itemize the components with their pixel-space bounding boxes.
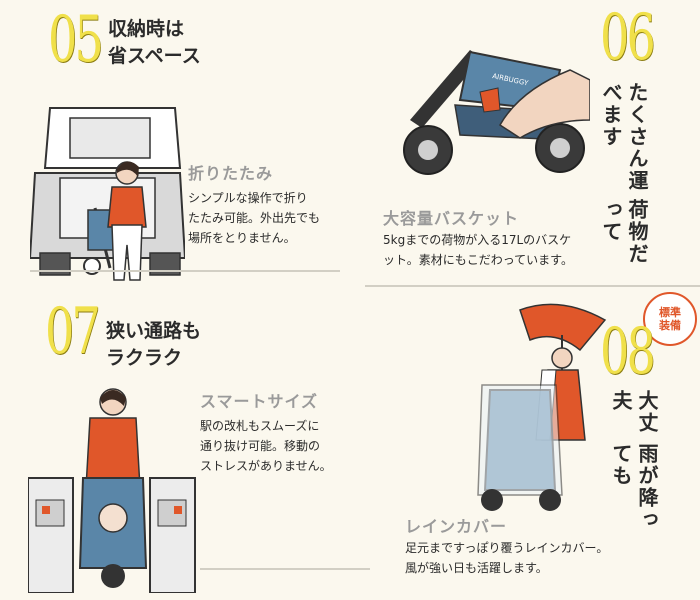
feature-heading-06: 荷物だって たくさん運べます [599,82,649,265]
panel-divider [365,285,700,287]
feature-subheading-07: スマートサイズ [200,392,319,411]
woman-folding-stroller [107,161,147,281]
feature-number-06: 06 [600,1,656,75]
feature-description-08: 足元まですっぽり覆うレインカバー。 風が強い日も活躍します。 [405,541,609,575]
feature-number-08: 08 [600,315,656,389]
feature-subheading-08: レインカバー [405,517,508,536]
feature-subheading-05: 折りたたみ [188,164,274,183]
stroller-basket-illustration: AIRBUGGY [403,50,590,175]
feature-description-05: シンプルな操作で折り たたみ可能。外出先でも 場所をとりません。 [188,191,321,245]
feature-subheading-06: 大容量バスケット [383,209,520,228]
feature-description-06: 5kgまでの荷物が入る17Lのバスケ ット。素材にもこだわっています。 [383,233,573,267]
feature-heading-08: 雨が降っても 大丈夫 [609,390,659,532]
feature-number-05: 05 [48,3,104,77]
feature-number-07: 07 [45,295,101,369]
feature-description-07: 駅の改札もスムーズに 通り抜け可能。移動の ストレスがありません。 [200,419,332,473]
panel-divider [30,270,340,272]
car-trunk-illustration [30,107,185,276]
feature-heading-07: 狭い通路も ラクラク [106,320,202,369]
panel-divider [200,568,370,570]
standard-equipment-badge: 標準 装備 [643,292,697,346]
rain-cover-illustration [477,303,607,511]
feature-heading-05: 収納時は 省スペース [108,18,201,67]
ticket-gate-illustration [28,388,196,593]
